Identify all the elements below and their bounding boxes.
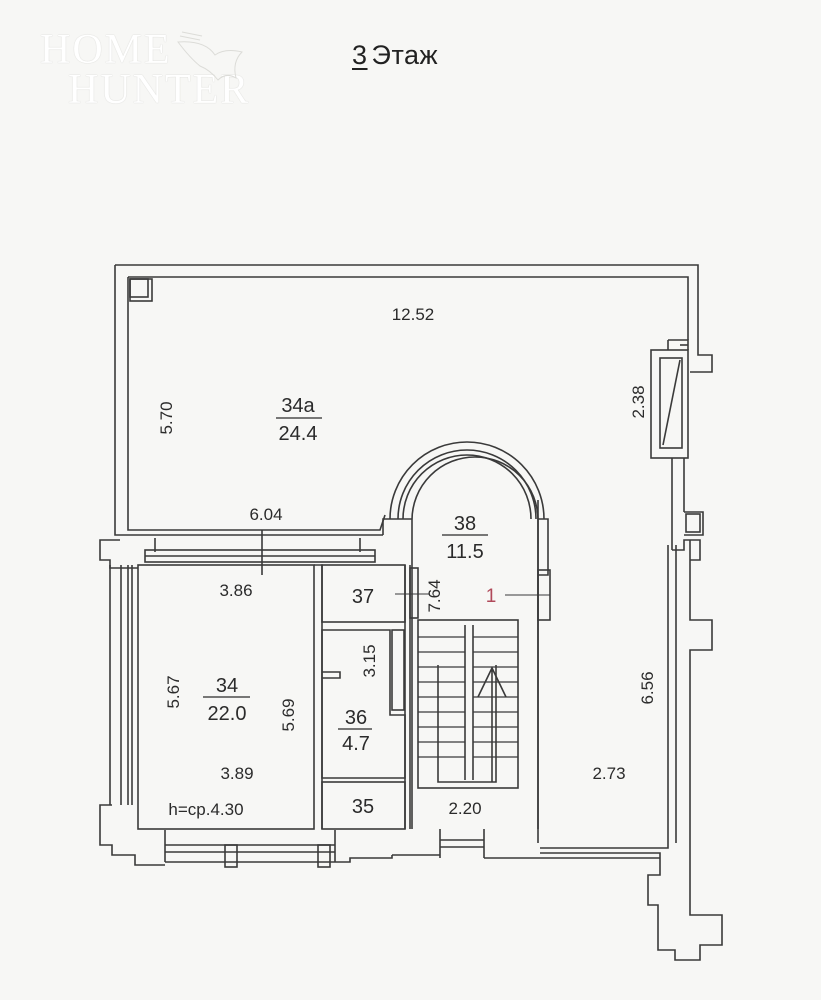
room-35-number: 35: [352, 796, 374, 818]
dim-34-left: 5.67: [164, 675, 183, 708]
dim-stair-width: 2.20: [448, 799, 481, 818]
room-37-number: 37: [352, 586, 374, 608]
bird-icon: [177, 31, 243, 81]
room-34a-label: 34a 24.4: [276, 395, 322, 445]
dim-38-length: 7.64: [425, 579, 444, 612]
dim-right-bottom: 2.73: [592, 764, 625, 783]
room-38-number: 38: [454, 513, 476, 535]
outer-wall-right: [540, 540, 723, 961]
dim-34a-left: 5.70: [157, 401, 176, 434]
room-36-label: 36 4.7: [338, 707, 372, 755]
floor-label: Этаж: [371, 40, 439, 70]
dim-right-upper: 2.38: [629, 385, 648, 418]
outer-wall-left: [114, 265, 383, 536]
room-34-outline: [137, 564, 315, 830]
room-36-number: 36: [345, 707, 367, 729]
home-hunter-watermark: HOME HUNTER: [40, 27, 251, 113]
dim-34a-bottom: 6.04: [249, 505, 282, 524]
dim-34-top: 3.86: [219, 581, 252, 600]
room-34a-area: 24.4: [279, 423, 318, 445]
dim-34-bottom: 3.89: [220, 764, 253, 783]
dim-34-ceiling-height: h=ср.4.30: [168, 800, 243, 819]
room-38-outline: [411, 456, 539, 829]
room-34-number: 34: [216, 675, 238, 697]
stair-direction-arrow: [477, 666, 507, 782]
dim-right-lower: 6.56: [638, 671, 657, 704]
room-36-area: 4.7: [342, 733, 370, 755]
outer-wall-top: [115, 264, 713, 373]
dim-34-right: 5.69: [279, 698, 298, 731]
dim-36-height: 3.15: [360, 644, 379, 677]
room-34-area: 22.0: [208, 703, 247, 725]
room-34a-number: 34a: [281, 395, 315, 417]
room-34-label: 34 22.0: [203, 675, 250, 725]
section-marker: 1: [486, 586, 497, 607]
floor-number: 3: [352, 40, 368, 70]
watermark-line2: HUNTER: [68, 67, 251, 113]
room-38-label: 38 11.5: [442, 513, 488, 563]
room-38-area: 11.5: [446, 541, 483, 563]
dim-34a-top: 12.52: [392, 305, 435, 324]
watermark-line1: HOME: [40, 27, 172, 73]
